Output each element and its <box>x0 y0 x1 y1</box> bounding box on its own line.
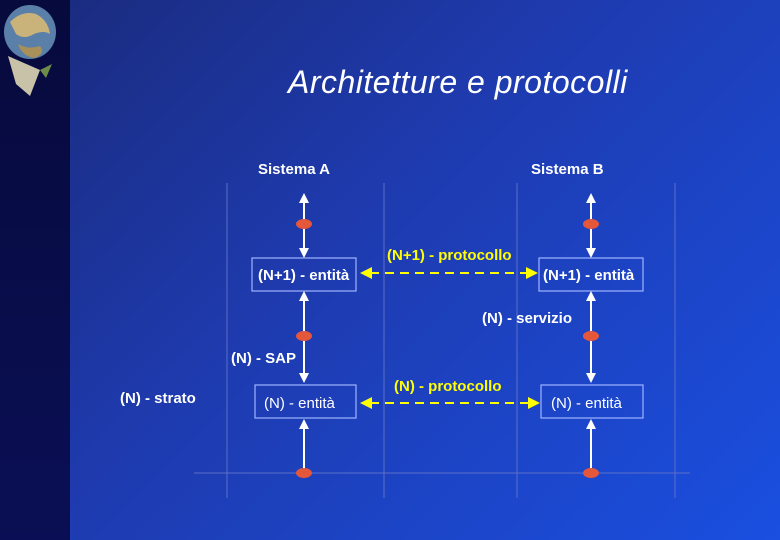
arrow-head-left-icon <box>360 397 372 409</box>
layer-n-label: (N) - strato <box>120 390 196 407</box>
sap-point <box>583 219 599 229</box>
arrow-head-left-icon <box>360 267 372 279</box>
sap-point <box>583 331 599 341</box>
sap-point <box>296 331 312 341</box>
arrow-head-right-icon <box>528 397 540 409</box>
system-a-label: Sistema A <box>258 161 330 178</box>
system-b-label: Sistema B <box>531 161 604 178</box>
entity-n1-a-label: (N+1) - entità <box>258 267 350 284</box>
sap-n-label: (N) - SAP <box>231 350 296 367</box>
entity-n-a-label: (N) - entità <box>264 395 336 412</box>
entity-n1-b-label: (N+1) - entità <box>543 267 635 284</box>
service-n-label: (N) - servizio <box>482 310 572 327</box>
sap-point <box>583 468 599 478</box>
entity-n-b-label: (N) - entità <box>551 395 623 412</box>
arrow-head-right-icon <box>526 267 538 279</box>
sap-point <box>296 468 312 478</box>
sap-point <box>296 219 312 229</box>
protocol-n1-label: (N+1) - protocollo <box>387 247 512 264</box>
protocol-n-label: (N) - protocollo <box>394 378 501 395</box>
